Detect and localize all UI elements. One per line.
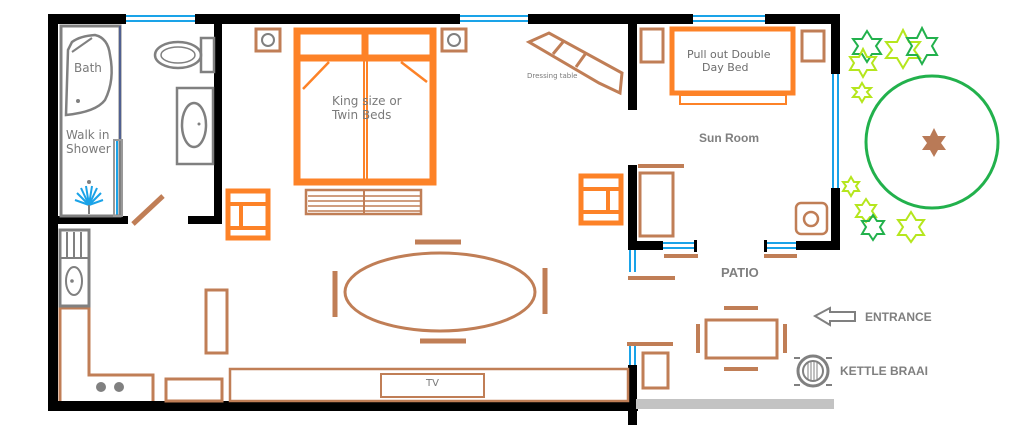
kettle-braai-icon xyxy=(794,354,832,388)
kitchen-counter xyxy=(58,306,155,401)
entrance-arrow-icon xyxy=(812,306,856,327)
dressing-table xyxy=(525,31,624,96)
tree-canopy xyxy=(864,74,1000,210)
toilet xyxy=(153,40,203,70)
daybed-label-line2: Day Bed xyxy=(702,61,749,74)
dining-table xyxy=(343,251,537,333)
bed-label-line2: Twin Beds xyxy=(332,108,392,122)
shower-head-icon xyxy=(74,185,104,214)
tv-label: TV xyxy=(426,378,439,389)
armchair-left xyxy=(225,188,271,241)
kitchen-sink xyxy=(58,228,91,308)
entrance-label: ENTRANCE xyxy=(865,310,932,324)
shower-label-line2: Shower xyxy=(66,142,111,156)
tv xyxy=(380,373,485,398)
garden xyxy=(841,25,1000,244)
patio-label: PATIO xyxy=(721,265,759,280)
daybed-label-line1: Pull out Double xyxy=(687,48,771,61)
king-bed xyxy=(293,27,437,186)
bedside-table-right xyxy=(440,27,468,53)
shower-label-line1: Walk in xyxy=(66,128,110,142)
patio xyxy=(627,306,856,409)
bath-label: Bath xyxy=(74,61,102,75)
kettle-braai-label: KETTLE BRAAI xyxy=(840,364,928,378)
bench xyxy=(304,188,423,216)
vanity xyxy=(175,86,215,166)
bedroom xyxy=(225,27,624,241)
tree-trunk-icon xyxy=(922,128,946,157)
sun-room-label: Sun Room xyxy=(699,131,759,145)
bathroom xyxy=(59,24,216,226)
dressing-table-label: Dressing table xyxy=(527,72,578,80)
side-table xyxy=(204,288,229,355)
sun-room xyxy=(628,26,829,280)
tv-cabinet xyxy=(228,367,630,403)
bed-label-line1: King size or xyxy=(332,94,402,108)
living-area xyxy=(58,228,630,403)
armchair-right xyxy=(578,173,624,226)
walls xyxy=(48,14,840,425)
day-bed xyxy=(669,26,796,105)
patio-table xyxy=(704,318,779,360)
bedside-table-left xyxy=(254,27,282,53)
bath-tub xyxy=(64,33,113,117)
